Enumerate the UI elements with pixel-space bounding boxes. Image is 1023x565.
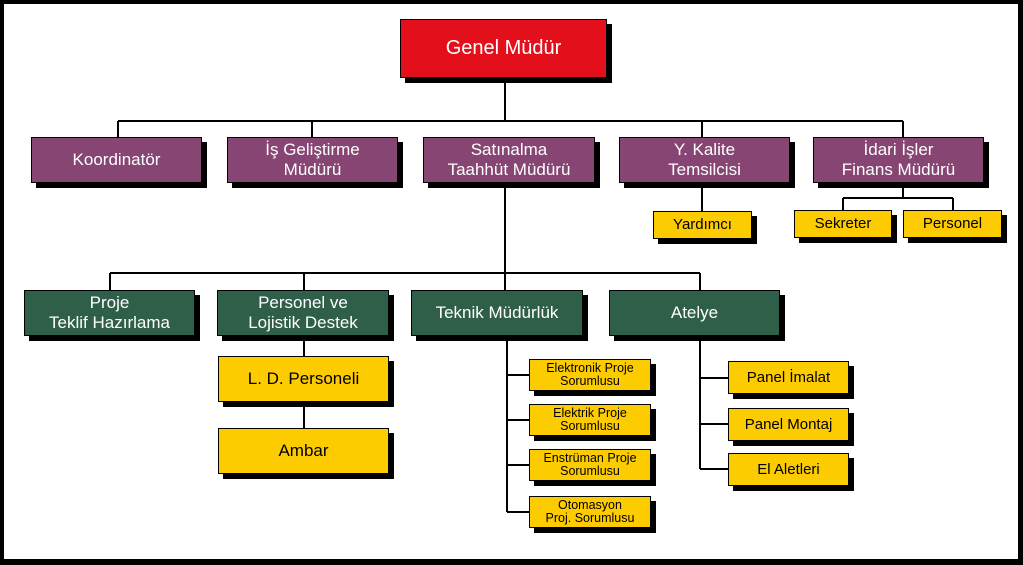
ld-personeli-box: L. D. Personeli xyxy=(218,356,389,402)
kalite-box: Y. Kalite Temsilcisi xyxy=(619,137,790,183)
panel-imalat-box: Panel İmalat xyxy=(728,361,849,394)
chart-background xyxy=(4,4,1018,559)
is-gelistirme-box: İş Geliştirme Müdürü xyxy=(227,137,398,183)
elektronik-proje-box: Elektronik Proje Sorumlusu xyxy=(529,359,651,391)
panel-montaj-box: Panel Montaj xyxy=(728,408,849,441)
teknik-mudurluk-box: Teknik Müdürlük xyxy=(411,290,583,336)
koordinator-box: Koordinatör xyxy=(31,137,202,183)
sekreter-box: Sekreter xyxy=(794,210,892,238)
satinalma-box: Satınalma Taahhüt Müdürü xyxy=(423,137,595,183)
elektrik-proje-box: Elektrik Proje Sorumlusu xyxy=(529,404,651,436)
ambar-box: Ambar xyxy=(218,428,389,474)
atelye-box: Atelye xyxy=(609,290,780,336)
yardimci-box: Yardımcı xyxy=(653,211,752,239)
otomasyon-proje-box: Otomasyon Proj. Sorumlusu xyxy=(529,496,651,528)
personel-lojistik-box: Personel ve Lojistik Destek xyxy=(217,290,389,336)
idari-isler-box: İdari İşler Finans Müdürü xyxy=(813,137,984,183)
genel-mudur-box: Genel Müdür xyxy=(400,19,607,78)
el-aletleri-box: El Aletleri xyxy=(728,453,849,486)
personel-box: Personel xyxy=(903,210,1002,238)
enstruman-proje-box: Enstrüman Proje Sorumlusu xyxy=(529,449,651,481)
proje-teklif-box: Proje Teklif Hazırlama xyxy=(24,290,195,336)
